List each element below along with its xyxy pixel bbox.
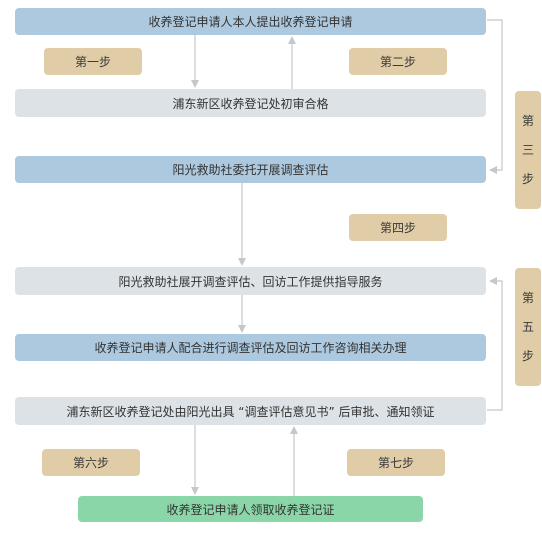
step-tag-6: 第六步 [42,449,140,476]
step-tag-2: 第二步 [349,48,447,75]
flow-box-investigate: 阳光救助社展开调查评估、回访工作提供指导服务 [15,267,486,295]
step-tag-1: 第一步 [44,48,142,75]
step-tag-3: 第 三 步 [515,91,541,209]
step-tag-7: 第七步 [347,449,445,476]
step-tag-3-char-1: 第 [521,114,534,129]
flow-box-preliminary: 浦东新区收养登记处初审合格 [15,89,486,117]
step-tag-3-char-2: 三 [521,142,534,157]
flow-box-certificate: 收养登记申请人领取收养登记证 [78,496,423,522]
step-tag-5-char-2: 五 [521,319,534,334]
step-tag-3-char-3: 步 [521,171,534,186]
bracket-step3 [487,19,503,174]
step-tag-5-char-1: 第 [521,291,534,306]
flow-box-apply: 收养登记申请人本人提出收养登记申请 [15,8,486,35]
step-tag-5: 第 五 步 [515,268,541,386]
bracket-step5 [487,277,503,411]
flow-box-approve: 浦东新区收养登记处由阳光出具 “调查评估意见书” 后审批、通知领证 [15,397,486,425]
step-tag-5-char-3: 步 [521,348,534,363]
flow-box-commission: 阳光救助社委托开展调查评估 [15,156,486,183]
step-tag-4: 第四步 [349,214,447,241]
flow-box-cooperate: 收养登记申请人配合进行调查评估及回访工作咨询相关办理 [15,334,486,361]
